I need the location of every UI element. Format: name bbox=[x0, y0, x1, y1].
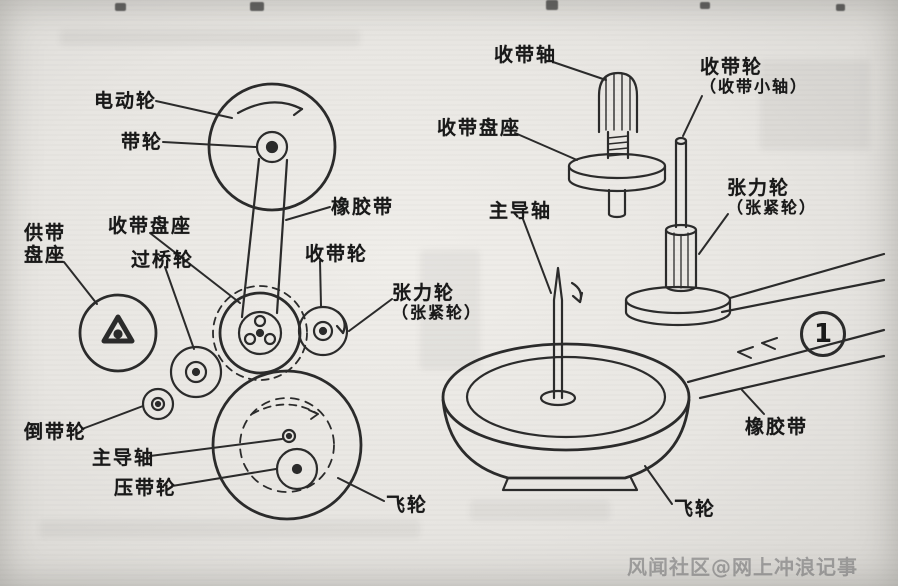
scan-mark bbox=[836, 4, 845, 11]
label-tension-wheel-right-line1: 张力轮 bbox=[727, 177, 791, 199]
label-tension-wheel-left: 张力轮 （张紧轮） bbox=[392, 282, 482, 323]
label-supply-reel-seat-line1: 供带 bbox=[24, 222, 67, 244]
label-rubber-belt-right: 橡胶带 bbox=[745, 416, 809, 438]
label-capstan-left: 主导轴 bbox=[92, 447, 156, 469]
takeup-reel-seat-shape bbox=[212, 285, 308, 381]
left-diagram-drawing bbox=[63, 82, 393, 521]
scan-artifact bbox=[60, 30, 360, 46]
label-takeup-wheel-left: 收带轮 bbox=[305, 243, 369, 265]
flywheel-left-shape bbox=[211, 369, 363, 521]
takeup-small-shaft-shape bbox=[674, 136, 688, 229]
label-tension-wheel-right-line2: （张紧轮） bbox=[727, 198, 818, 218]
leader-lines-left bbox=[63, 100, 393, 502]
bridge-wheel-shape bbox=[169, 345, 223, 399]
label-belt-pulley: 带轮 bbox=[121, 131, 164, 153]
label-flywheel-right: 飞轮 bbox=[674, 498, 717, 520]
scan-artifact bbox=[470, 500, 610, 520]
scan-artifact bbox=[760, 60, 870, 150]
scan-mark bbox=[115, 3, 126, 11]
label-tension-wheel-left-line2: （张紧轮） bbox=[392, 303, 483, 323]
label-takeup-wheel-right-line1: 收带轮 bbox=[700, 56, 764, 78]
right-diagram-drawing bbox=[441, 61, 886, 505]
rewind-wheel-shape bbox=[141, 387, 175, 421]
scan-artifact bbox=[420, 250, 480, 370]
flywheel-right-shape bbox=[441, 342, 691, 492]
label-tension-wheel-left-line1: 张力轮 bbox=[392, 282, 456, 304]
figure-number-badge: 1 bbox=[800, 311, 846, 357]
label-capstan-right: 主导轴 bbox=[489, 200, 553, 222]
label-bridge-wheel: 过桥轮 bbox=[131, 249, 195, 271]
label-flywheel-left: 飞轮 bbox=[386, 494, 429, 516]
label-rewind-wheel: 倒带轮 bbox=[24, 421, 88, 443]
label-rubber-belt-left: 橡胶带 bbox=[331, 196, 395, 218]
scan-mark bbox=[250, 2, 264, 11]
leader-lines-right bbox=[514, 61, 765, 505]
takeup-reel-seat-right-shape bbox=[567, 152, 667, 219]
label-takeup-wheel-right-line2: （收带小轴） bbox=[700, 77, 809, 97]
motor-wheel-shape bbox=[207, 82, 337, 212]
watermark-text: 风闻社区@网上冲浪记事 bbox=[627, 555, 858, 579]
rubber-belt-left-shape bbox=[240, 157, 289, 319]
label-pinch-roller: 压带轮 bbox=[114, 477, 178, 499]
scan-artifact bbox=[40, 520, 420, 538]
supply-reel-seat-shape bbox=[78, 293, 158, 373]
label-motor-wheel: 电动轮 bbox=[94, 90, 158, 112]
capstan-shape bbox=[539, 266, 584, 407]
scan-mark bbox=[700, 2, 710, 9]
label-takeup-wheel-right: 收带轮 （收带小轴） bbox=[700, 56, 808, 97]
rubber-belt-right-shape bbox=[686, 252, 886, 400]
label-supply-reel-seat-line2: 盘座 bbox=[24, 244, 67, 267]
label-takeup-shaft: 收带轴 bbox=[494, 44, 558, 66]
tension-wheel-shape bbox=[624, 223, 732, 327]
label-takeup-reel-seat-right: 收带盘座 bbox=[437, 117, 522, 139]
takeup-shaft-shape bbox=[597, 71, 639, 160]
scan-mark bbox=[546, 0, 558, 10]
label-tension-wheel-right: 张力轮 （张紧轮） bbox=[727, 177, 817, 218]
label-takeup-reel-seat-left: 收带盘座 bbox=[108, 215, 193, 237]
label-supply-reel-seat: 供带 盘座 bbox=[24, 222, 66, 267]
takeup-wheel-shape bbox=[297, 305, 349, 357]
